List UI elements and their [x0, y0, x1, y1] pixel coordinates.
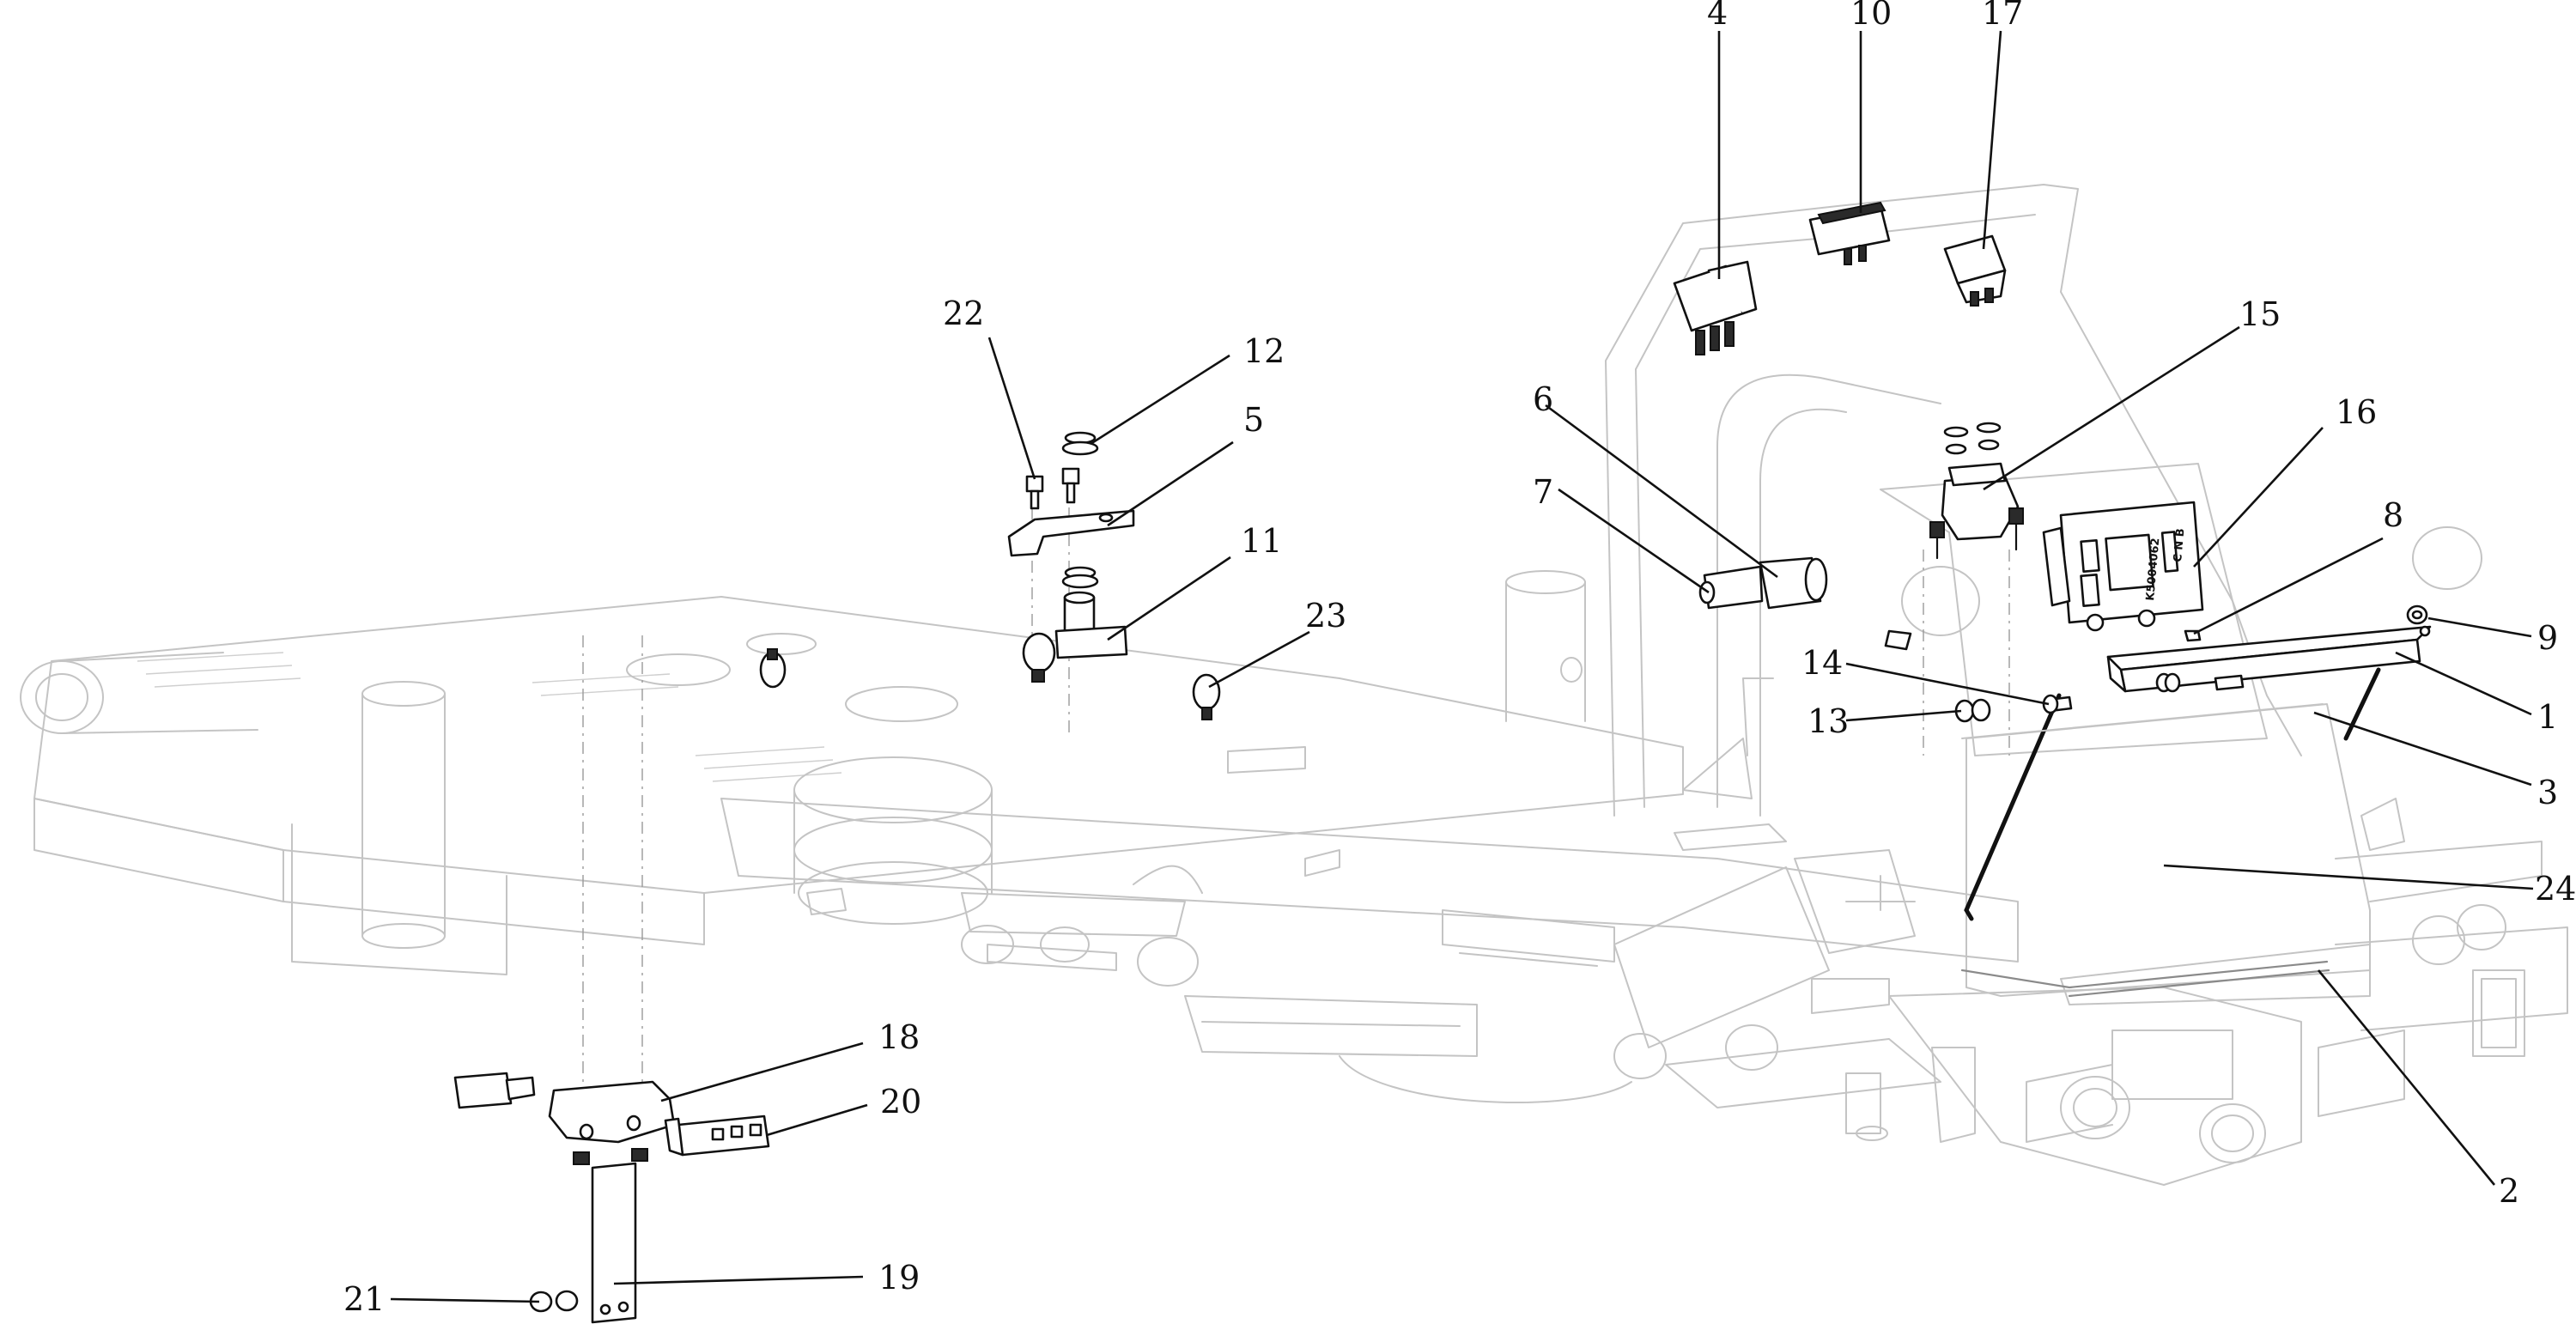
leader-24 [2163, 864, 2534, 890]
callout-8: 8 [2383, 496, 2403, 534]
part-1-mounting-bracket [2106, 625, 2432, 693]
part-2-hold-down-strap [1960, 960, 2330, 998]
callout-10: 10 [1850, 0, 1892, 32]
leader-lines [390, 30, 2534, 1303]
leader-1 [2395, 651, 2532, 716]
part-19-bracket [573, 1148, 648, 1324]
callout-18: 18 [878, 1018, 920, 1056]
callout-labels: 1 2 3 4 5 6 7 8 9 10 11 12 13 14 15 16 1… [343, 0, 2576, 1318]
callout-4: 4 [1707, 0, 1728, 32]
leader-20 [766, 1103, 868, 1137]
callout-17: 17 [1982, 0, 2023, 32]
callout-11: 11 [1241, 522, 1282, 560]
leader-11 [1107, 556, 1231, 641]
callout-19: 19 [878, 1259, 920, 1297]
part-9-nut [2406, 604, 2428, 625]
leader-21 [390, 1297, 540, 1303]
callout-3: 3 [2537, 774, 2558, 811]
part-24-battery [1961, 703, 2324, 739]
leader-3 [2313, 711, 2532, 787]
leader-2 [2317, 969, 2496, 1186]
part-22-bolts [1025, 467, 1080, 510]
module-part-number: K5004062 [2144, 537, 2162, 601]
part-20-switch [664, 1114, 770, 1157]
assembly-center-lines [582, 481, 2010, 1133]
callout-9: 9 [2537, 619, 2558, 657]
part-3-hold-down-rods [1964, 667, 2381, 921]
part-14-screw [2042, 672, 2245, 714]
leader-6 [1545, 404, 1778, 579]
leader-13 [1845, 709, 1962, 722]
part-17-switch [1943, 234, 2007, 307]
part-12-washers [1061, 431, 1099, 589]
callout-12: 12 [1243, 332, 1285, 370]
leader-16 [2193, 427, 2324, 568]
callout-7: 7 [1533, 473, 1553, 511]
callout-13: 13 [1807, 702, 1849, 740]
leader-7 [1558, 488, 1710, 594]
callout-1: 1 [2537, 698, 2558, 736]
part-7-connector [1698, 565, 1764, 610]
leader-22 [987, 337, 1036, 480]
leader-15 [1983, 325, 2240, 491]
leader-23 [1208, 630, 1310, 689]
part-18-switch-housing [453, 1072, 676, 1144]
chassis-frame-ghost [20, 184, 2568, 1186]
callout-6: 6 [1533, 380, 1553, 418]
leader-18 [660, 1042, 864, 1102]
callout-22: 22 [943, 295, 984, 332]
part-11-seat-switch [1022, 591, 1128, 683]
part-5-bracket-plate [1007, 509, 1135, 557]
callout-20: 20 [880, 1083, 921, 1121]
leader-9 [2427, 616, 2532, 638]
leader-19 [613, 1275, 864, 1285]
leader-5 [1107, 440, 1234, 527]
part-15-solenoid [1929, 422, 2024, 560]
part-16-control-module: K5004062 C N B [2042, 501, 2204, 632]
part-23-clamp [759, 629, 1912, 720]
callout-16: 16 [2336, 393, 2377, 431]
callout-5: 5 [1243, 401, 1264, 439]
leader-12 [1090, 354, 1230, 446]
callout-21: 21 [343, 1280, 385, 1318]
part-21-screws [529, 1290, 579, 1313]
callout-2: 2 [2499, 1172, 2519, 1210]
leader-8 [2193, 537, 2384, 635]
callout-24: 24 [2535, 870, 2576, 908]
leader-14 [1845, 662, 2050, 706]
callout-15: 15 [2239, 295, 2281, 333]
module-letters: C N B [2172, 528, 2187, 563]
callout-14: 14 [1801, 644, 1843, 682]
part-6-relay [1759, 556, 1828, 610]
callout-23: 23 [1305, 597, 1346, 635]
part-4-switch [1673, 260, 1758, 355]
part-10-switch [1808, 201, 1891, 265]
leader-17 [1982, 30, 2002, 250]
